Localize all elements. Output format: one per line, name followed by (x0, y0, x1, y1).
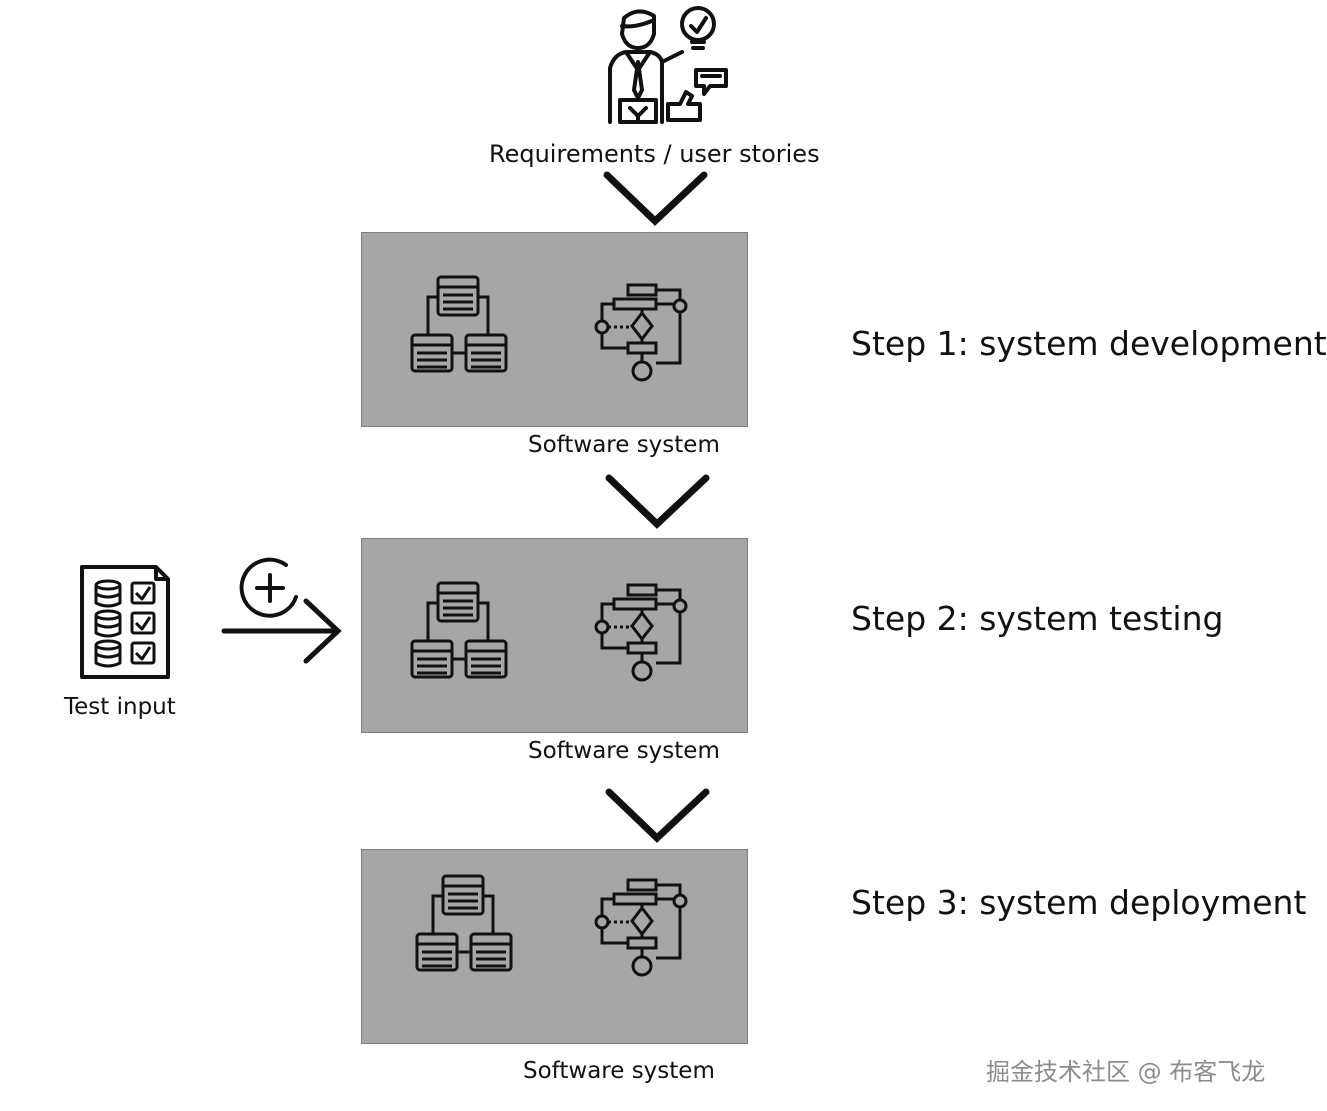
test-checklist-icon (80, 565, 170, 679)
software-system-label: Software system (523, 1058, 715, 1084)
chevron-down-icon (603, 171, 708, 226)
step-3-label: Step 3: system deployment (851, 883, 1307, 922)
chevron-down-icon (605, 474, 710, 529)
step-1-label: Step 1: system development (851, 324, 1327, 363)
step-2-label: Step 2: system testing (851, 599, 1224, 638)
requirements-label: Requirements / user stories (489, 140, 820, 168)
server-network-icon (410, 275, 508, 373)
test-input-label: Test input (64, 694, 176, 720)
software-system-label: Software system (528, 738, 720, 764)
software-system-box (361, 232, 748, 427)
software-system-label: Software system (528, 432, 720, 458)
software-system-box (361, 538, 748, 733)
presenter-person-icon (608, 6, 728, 124)
chevron-down-icon (605, 788, 710, 843)
add-circle-icon (239, 557, 298, 618)
software-system-box (361, 849, 748, 1044)
arrow-right-icon (221, 598, 342, 664)
server-network-icon (415, 874, 513, 972)
server-network-icon (410, 581, 508, 679)
flowchart-icon (594, 583, 688, 682)
watermark: 掘金技术社区 @ 布客飞龙 (986, 1058, 1266, 1086)
flowchart-icon (594, 283, 688, 382)
flowchart-icon (594, 878, 688, 977)
